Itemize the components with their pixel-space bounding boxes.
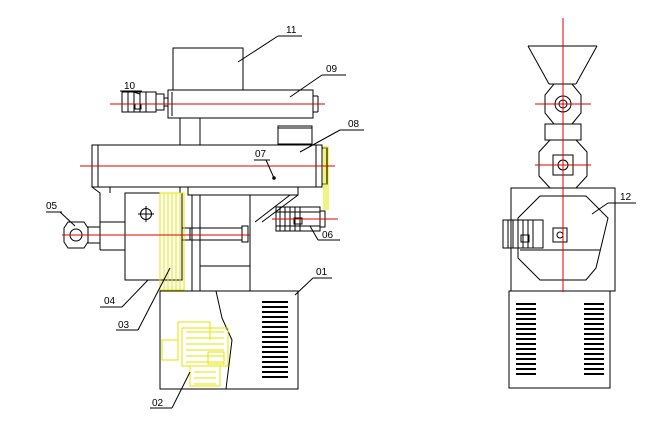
cabinet-vent-grille [262,301,288,378]
label-01: 01 [316,267,328,278]
side-vent-left [516,303,536,375]
label-07: 07 [255,149,267,160]
conditioner-belt [323,146,329,210]
part-labels: 11 09 10 08 07 05 06 01 04 03 02 12 [46,25,632,409]
leader-lines [46,35,636,409]
side-centerlines [535,18,591,292]
hidden-motor [161,321,229,387]
belt-guard [159,192,185,291]
label-09: 09 [326,64,338,75]
base-cabinet [159,290,299,390]
label-03: 03 [118,320,130,331]
drive-shaft [181,225,249,243]
label-02: 02 [152,398,164,409]
label-11: 11 [286,25,297,36]
front-centerlines [62,103,338,236]
label-12: 12 [620,192,632,203]
label-04: 04 [104,296,116,307]
label-06: 06 [322,230,334,241]
side-view [502,18,616,389]
front-view [62,47,338,390]
side-vent-right [584,303,604,375]
feeder-neck [179,118,313,145]
feeder-motor [121,91,168,113]
hopper [172,47,244,91]
label-10: 10 [124,81,136,92]
die-housing [99,192,251,292]
side-base-cabinet [508,290,611,389]
label-05: 05 [46,201,58,212]
conditioner-chute [91,186,299,223]
side-motor [502,219,568,249]
label-08: 08 [348,119,360,130]
